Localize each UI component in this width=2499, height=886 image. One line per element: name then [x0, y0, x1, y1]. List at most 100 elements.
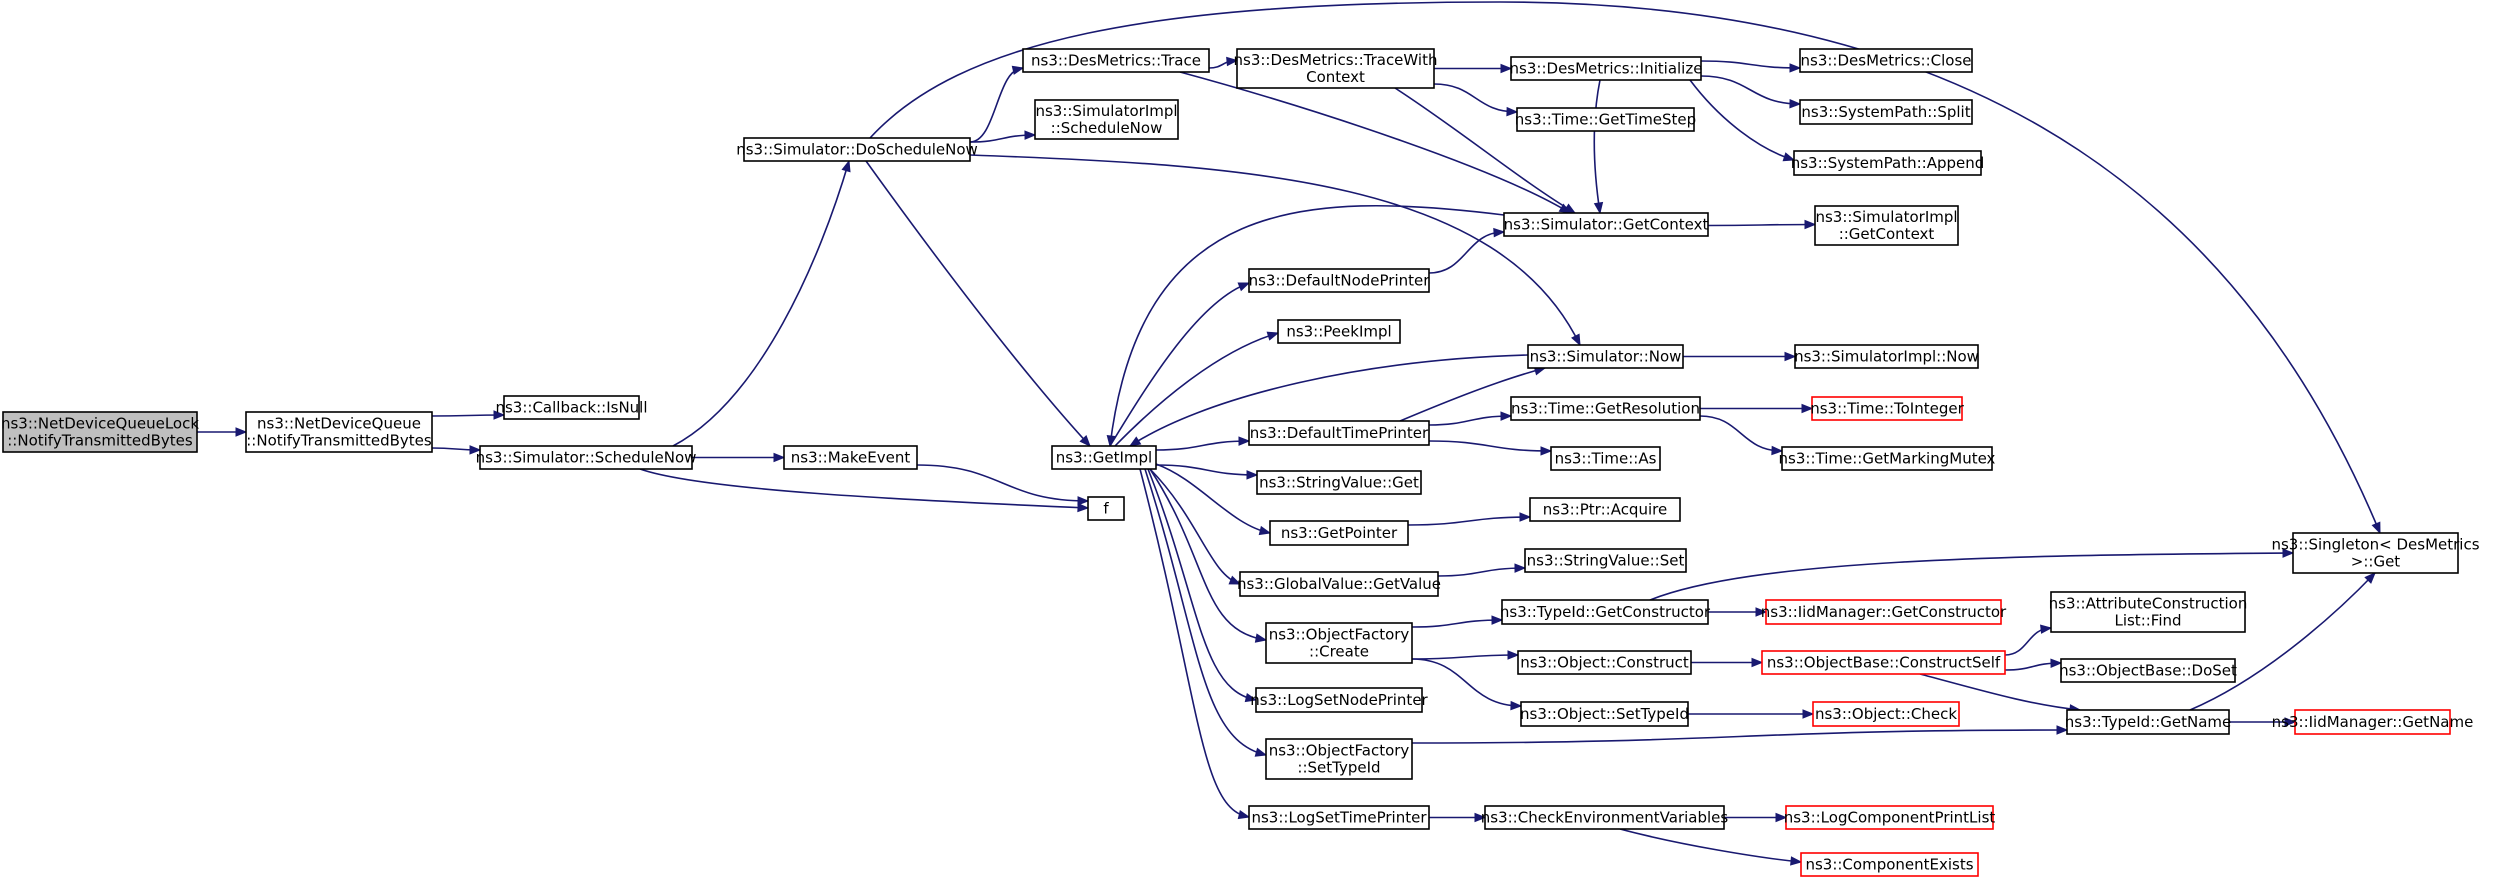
node-deftime[interactable]: ns3::DefaultTimePrinter	[1248, 420, 1430, 446]
node-label: ::GetContext	[1839, 225, 1935, 243]
node-ofsettid[interactable]: ns3::ObjectFactory::SetTypeId	[1265, 738, 1413, 780]
edge-getctor-to-iidctor-arrowhead	[1755, 607, 1768, 617]
node-ofcreate[interactable]: ns3::ObjectFactory::Create	[1265, 622, 1413, 664]
node-label: ns3::DesMetrics::Initialize	[1510, 60, 1703, 78]
edge-getimpl-to-ofcreate	[1149, 468, 1267, 641]
edge-getimpl-to-peek	[1114, 332, 1279, 447]
node-box	[1529, 497, 1681, 522]
edge-dosched-to-getimpl-arrowhead	[1079, 435, 1091, 447]
node-gvget[interactable]: ns3::GlobalValue::GetValue	[1237, 571, 1441, 597]
node-f[interactable]: f	[1087, 496, 1125, 521]
node-schednow[interactable]: ns3::Simulator::ScheduleNow	[476, 445, 697, 470]
node-getimpl[interactable]: ns3::GetImpl	[1051, 445, 1157, 470]
edge-root-to-ndq-arrowhead	[235, 427, 248, 437]
node-root[interactable]: ns3::NetDeviceQueueLock::NotifyTransmitt…	[1, 411, 199, 453]
node-label: ::Create	[1309, 643, 1369, 661]
edge-getctx-to-simimpl_ctx-arrowhead	[1804, 219, 1817, 230]
edge-ndq-to-cbnull-arrowhead	[493, 410, 506, 420]
node-label: ns3::IidManager::GetConstructor	[1761, 603, 2007, 621]
node-logprint[interactable]: ns3::LogComponentPrintList	[1784, 805, 1996, 830]
node-box	[1248, 268, 1430, 293]
node-box	[245, 411, 433, 453]
edge-dosched-to-simnow-arrowhead	[1571, 333, 1581, 347]
node-label: ns3::Simulator::DoScheduleNow	[736, 141, 978, 159]
node-strget[interactable]: ns3::StringValue::Get	[1256, 470, 1422, 495]
edge-getres-to-mutex	[1699, 415, 1783, 452]
node-label: ns3::Object::SetTypeId	[1520, 705, 1689, 723]
edge-init-to-split-arrowhead	[1789, 99, 1802, 109]
edge-init-to-split	[1700, 75, 1801, 105]
node-init[interactable]: ns3::DesMetrics::Initialize	[1510, 56, 1703, 81]
edge-twc-to-init-arrowhead	[1500, 63, 1513, 74]
node-settypeid[interactable]: ns3::Object::SetTypeId	[1520, 701, 1689, 727]
node-box	[1255, 687, 1423, 713]
node-trace[interactable]: ns3::DesMetrics::Trace	[1022, 48, 1210, 73]
node-box	[2294, 709, 2451, 735]
node-append[interactable]: ns3::SystemPath::Append	[1791, 150, 1985, 176]
edge-simnow-to-getimpl-arrowhead	[1128, 436, 1142, 447]
node-makeevent[interactable]: ns3::MakeEvent	[783, 445, 918, 470]
node-ndq[interactable]: ns3::NetDeviceQueue::NotifyTransmittedBy…	[245, 411, 433, 453]
edge-init-to-close	[1700, 60, 1801, 69]
node-label: ns3::ComponentExists	[1805, 856, 1973, 874]
node-close[interactable]: ns3::DesMetrics::Close	[1799, 48, 1973, 73]
edge-getimpl-to-peek-arrowhead	[1266, 331, 1280, 341]
node-cbnull[interactable]: ns3::Callback::IsNull	[495, 395, 648, 420]
edge-makeevent-to-f-arrowhead	[1077, 496, 1090, 506]
node-box	[1781, 446, 1993, 471]
node-timeas[interactable]: ns3::Time::As	[1550, 446, 1661, 471]
node-lognode[interactable]: ns3::LogSetNodePrinter	[1250, 687, 1429, 713]
node-label: ::NotifyTransmittedBytes	[7, 432, 193, 450]
node-doset[interactable]: ns3::ObjectBase::DoSet	[2059, 658, 2237, 683]
node-box	[2, 411, 198, 453]
node-check[interactable]: ns3::Object::Check	[1812, 701, 1960, 727]
edge-getptr-to-acquire-arrowhead	[1519, 512, 1532, 522]
node-getctx[interactable]: ns3::Simulator::GetContext	[1503, 212, 1709, 237]
node-toint[interactable]: ns3::Time::ToInteger	[1810, 396, 1965, 421]
edge-getimpl-to-deftime-arrowhead	[1238, 436, 1251, 446]
edge-logtime-to-checkenv-arrowhead	[1474, 812, 1487, 823]
node-peek[interactable]: ns3::PeekImpl	[1277, 319, 1401, 344]
node-label: ns3::ObjectBase::ConstructSelf	[1767, 654, 2001, 672]
node-box	[1236, 48, 1435, 89]
edge-checkenv-to-logprint-arrowhead	[1775, 812, 1788, 823]
edge-ndq-to-schednow-arrowhead	[469, 445, 482, 455]
node-label: ns3::SystemPath::Append	[1791, 154, 1985, 172]
node-simimpl-sched[interactable]: ns3::SimulatorImpl::ScheduleNow	[1034, 99, 1179, 140]
edge-ndq-to-cbnull	[431, 414, 505, 417]
node-label: ns3::GlobalValue::GetValue	[1237, 575, 1441, 593]
node-getptr[interactable]: ns3::GetPointer	[1269, 520, 1409, 546]
node-simimpl-ctx[interactable]: ns3::SimulatorImpl::GetContext	[1814, 205, 1959, 246]
node-getname[interactable]: ns3::TypeId::GetName	[2065, 709, 2231, 735]
node-construct[interactable]: ns3::Object::Construct	[1517, 650, 1692, 675]
node-compexists[interactable]: ns3::ComponentExists	[1800, 852, 1979, 877]
edge-ofcreate-to-getctor-arrowhead	[1491, 615, 1504, 625]
node-getctor[interactable]: ns3::TypeId::GetConstructor	[1500, 599, 1711, 625]
node-label: ns3::ObjectFactory	[1269, 742, 1410, 760]
node-iidctor[interactable]: ns3::IidManager::GetConstructor	[1761, 599, 2007, 625]
node-box	[1277, 319, 1401, 344]
node-singleton[interactable]: ns3::Singleton< DesMetrics >::Get	[2271, 532, 2480, 574]
node-logtime[interactable]: ns3::LogSetTimePrinter	[1248, 805, 1430, 830]
node-mutex[interactable]: ns3::Time::GetMarkingMutex	[1779, 446, 1996, 471]
node-defnode[interactable]: ns3::DefaultNodePrinter	[1248, 268, 1431, 293]
node-label: ns3::SystemPath::Split	[1801, 103, 1970, 121]
node-iidname[interactable]: ns3::IidManager::GetName	[2272, 709, 2474, 735]
node-checkenv[interactable]: ns3::CheckEnvironmentVariables	[1481, 805, 1729, 830]
node-strset[interactable]: ns3::StringValue::Set	[1524, 548, 1687, 573]
node-dosched[interactable]: ns3::Simulator::DoScheduleNow	[736, 137, 978, 162]
node-acquire[interactable]: ns3::Ptr::Acquire	[1529, 497, 1681, 522]
edge-getimpl-to-getptr-arrowhead	[1258, 525, 1272, 536]
node-split[interactable]: ns3::SystemPath::Split	[1799, 99, 1973, 125]
node-label: ns3::Simulator::GetContext	[1504, 216, 1709, 234]
node-gettimestep[interactable]: ns3::Time::GetTimeStep	[1515, 107, 1696, 132]
node-simnow[interactable]: ns3::Simulator::Now	[1527, 344, 1684, 369]
node-constructself[interactable]: ns3::ObjectBase::ConstructSelf	[1761, 650, 2006, 675]
node-getres[interactable]: ns3::Time::GetResolution	[1510, 396, 1701, 421]
node-box	[503, 395, 640, 420]
node-simimplnow[interactable]: ns3::SimulatorImpl::Now	[1794, 344, 1979, 369]
edge-init-to-append	[1689, 79, 1795, 161]
